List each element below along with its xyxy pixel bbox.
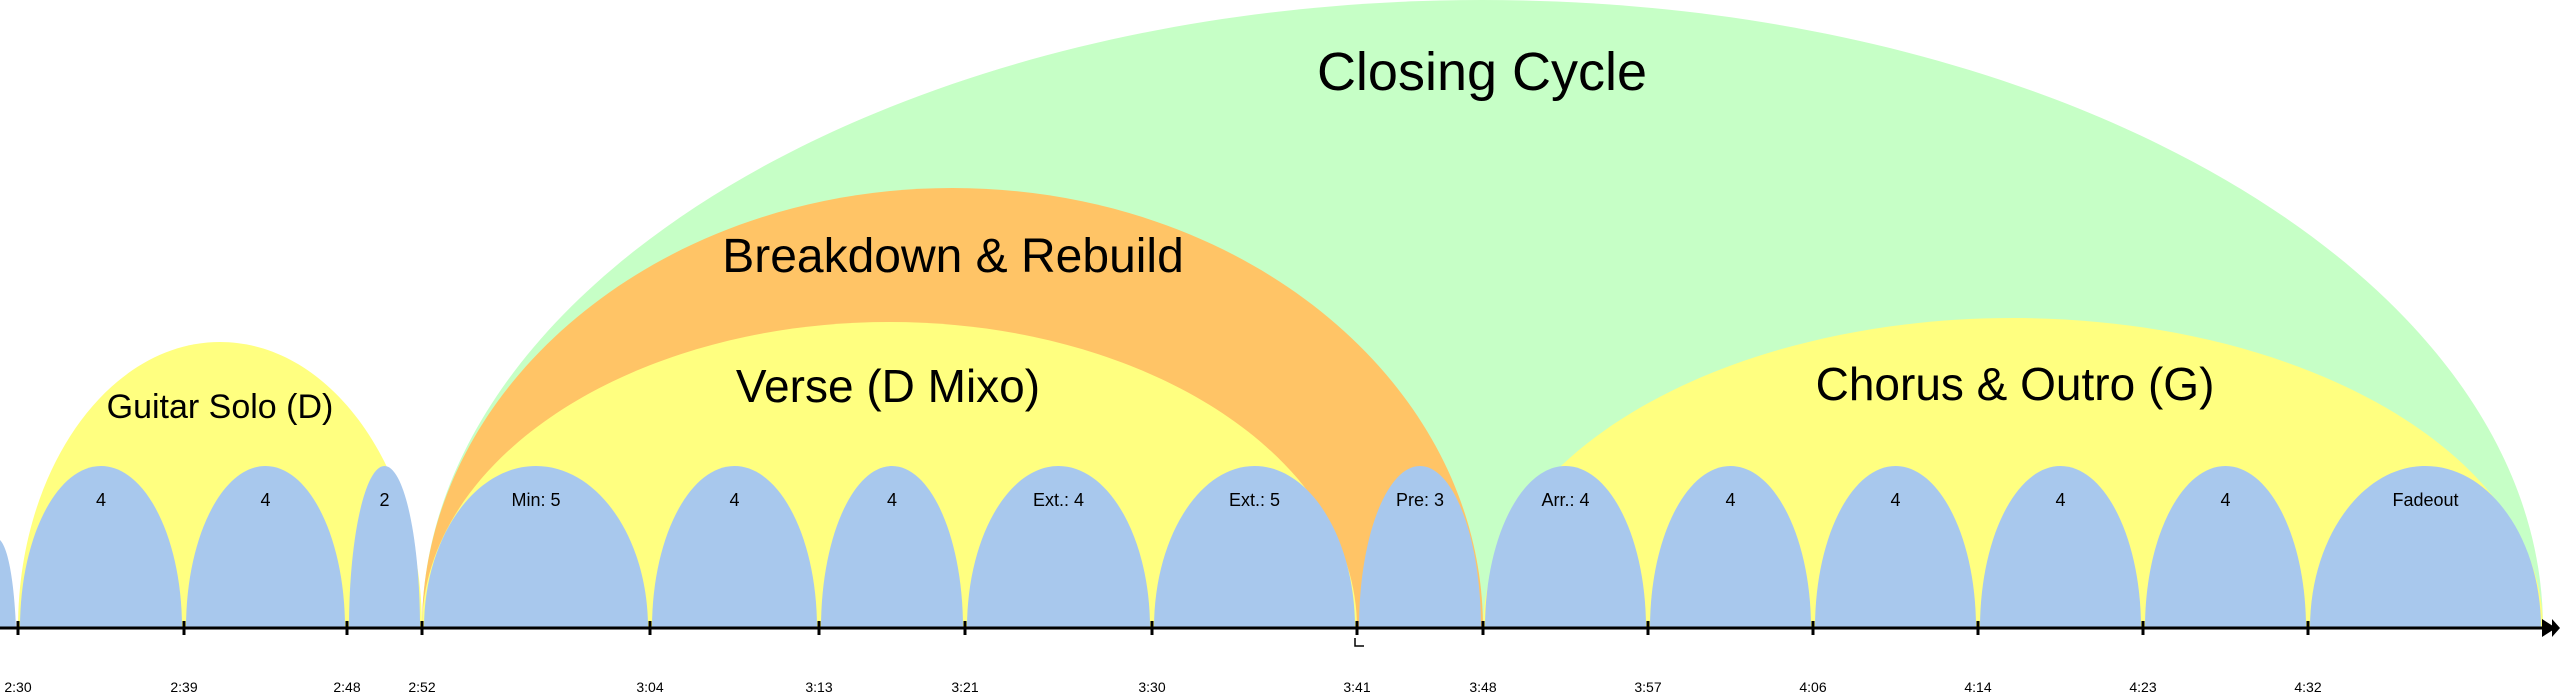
time-label: 3:41	[1343, 679, 1370, 694]
bar-arch	[20, 466, 182, 628]
time-label: 2:30	[4, 679, 31, 694]
bar-label: 4	[2220, 490, 2230, 510]
bar-label: Ext.: 4	[1033, 490, 1084, 510]
bar-arch	[1815, 466, 1976, 628]
bar-label: Min: 5	[511, 490, 560, 510]
section-label: Guitar Solo (D)	[107, 388, 334, 426]
time-label: 3:30	[1138, 679, 1165, 694]
bar-label: 4	[887, 490, 897, 510]
time-label: 4:14	[1964, 679, 1991, 694]
bar-label: 4	[729, 490, 739, 510]
bar-arch	[186, 466, 345, 628]
time-label: 3:48	[1469, 679, 1496, 694]
time-label: 2:39	[170, 679, 197, 694]
time-label: 4:32	[2294, 679, 2321, 694]
bar-arch	[1154, 466, 1355, 628]
time-label: 4:23	[2129, 679, 2156, 694]
time-label: 3:13	[805, 679, 832, 694]
bar-arch	[2310, 466, 2541, 628]
timeline-arrow	[2552, 619, 2560, 637]
bar-label: 4	[96, 490, 106, 510]
bar-arch	[1650, 466, 1811, 628]
bar-arch	[424, 466, 648, 628]
timeline-arrow	[2542, 619, 2556, 637]
bar-label: 4	[1890, 490, 1900, 510]
time-label: 4:06	[1799, 679, 1826, 694]
bar-label: 2	[379, 490, 389, 510]
cycle-label: Closing Cycle	[1317, 42, 1647, 102]
bar-label: Pre: 3	[1396, 490, 1444, 510]
bar-arch	[1980, 466, 2141, 628]
bar-label: 4	[1725, 490, 1735, 510]
bar-arch	[2145, 466, 2306, 628]
bar-arch	[967, 466, 1150, 628]
bar-label: 4	[2055, 490, 2065, 510]
time-label: 3:57	[1634, 679, 1661, 694]
section-label: Chorus & Outro (G)	[1816, 358, 2215, 410]
time-label: 3:04	[636, 679, 663, 694]
bar-label: Ext.: 5	[1229, 490, 1280, 510]
bar-arch-partial	[0, 540, 16, 628]
bar-arch	[1485, 466, 1646, 628]
time-label: 2:48	[333, 679, 360, 694]
bar-arch	[1359, 466, 1481, 628]
section-label: Verse (D Mixo)	[736, 360, 1040, 412]
bar-arch	[821, 466, 963, 628]
breakdown-label: Breakdown & Rebuild	[722, 230, 1184, 283]
bar-arch	[349, 466, 420, 628]
bar-label: Fadeout	[2392, 490, 2458, 510]
bar-arch	[652, 466, 817, 628]
time-label: 2:52	[408, 679, 435, 694]
time-label: 3:21	[951, 679, 978, 694]
bar-label: Arr.: 4	[1541, 490, 1589, 510]
playhead-marker	[1354, 638, 1364, 647]
bar-label: 4	[260, 490, 270, 510]
